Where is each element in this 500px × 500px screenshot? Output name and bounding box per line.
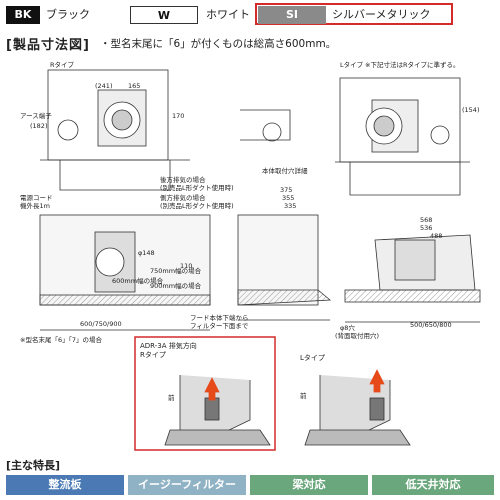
back-exhaust: 後方排気の場合: [160, 175, 206, 184]
adr-front-r: 前: [168, 393, 175, 402]
color-chip-bk: BK: [6, 6, 40, 24]
l-type-label: Lタイプ: [340, 60, 364, 69]
w900-label: 900mm幅の場合: [150, 281, 202, 290]
hole-detail: [262, 122, 282, 142]
feature-beam: 梁対応: [250, 475, 368, 495]
dim-335: 335: [284, 202, 296, 210]
feature-seiryuban: 整流板: [6, 475, 124, 495]
dim-154: (154): [462, 106, 479, 114]
color-chip-si: SI: [258, 6, 326, 24]
side-exhaust-sub: (別売品L形ダクト使用時): [160, 201, 234, 210]
features-title: [主な特長]: [6, 459, 61, 472]
hood-filter-1: フード本体下端から: [190, 313, 249, 322]
highlight-si: [255, 3, 453, 25]
hood-filter-2: フィルター下面まで: [190, 321, 249, 330]
cord-label: 電源コード: [20, 193, 53, 202]
dim-148: φ148: [138, 249, 155, 257]
adr-title: ADR-3A 排気方向: [140, 341, 197, 350]
feature-easy-filter: イージーフィルター: [128, 475, 246, 495]
back-exhaust-sub: (別売品L形ダクト使用時): [160, 183, 234, 192]
color-name-w: ホワイト: [206, 8, 250, 21]
color-chip-w: W: [130, 6, 198, 24]
dim-536: 536: [420, 224, 432, 232]
dim-110: 110: [180, 262, 192, 270]
adr-r-type: Rタイプ: [140, 350, 166, 359]
side-exhaust: 側方排気の場合: [160, 193, 206, 202]
feature-low-ceiling: 低天井対応: [372, 475, 494, 495]
color-name-bk: ブラック: [46, 8, 90, 21]
footnote: ※型名末尾「6」「7」の場合: [20, 335, 102, 344]
dim-170: 170: [172, 112, 184, 120]
dim-488: 488: [430, 232, 442, 240]
back-hole: (背面取付用穴): [335, 331, 379, 340]
width-r: 500/650/800: [410, 321, 452, 329]
w750-label: 750mm幅の場合: [150, 266, 202, 275]
dim-375: 375: [280, 186, 292, 194]
width-label: 600/750/900: [80, 320, 122, 328]
dim-182: (182): [30, 122, 47, 130]
dim-568: 568: [420, 216, 432, 224]
cord-len: 機外長1m: [20, 201, 50, 210]
earth-label: アース端子: [20, 111, 52, 120]
w600-label: 600mm幅の場合: [112, 276, 164, 285]
dim-165: 165: [128, 82, 140, 90]
dimension-drawing: Rタイプ Lタイプ ※下記寸法はRタイプに準ずる。 アース端子 電源コード 機外…: [20, 60, 481, 451]
dim-241: (241): [95, 82, 112, 90]
adr-panel: [134, 336, 276, 451]
adr-front-l: 前: [300, 391, 307, 400]
section-note: ・型名末尾に「6」が付くものは総高さ600mm。: [100, 38, 337, 50]
r-type-label: Rタイプ: [50, 60, 75, 69]
body-detail: 本体取付穴詳細: [262, 166, 308, 175]
color-name-si: シルバーメタリック: [332, 8, 431, 21]
section-title: [製品寸法図]: [6, 38, 90, 53]
l-note: ※下記寸法はRタイプに準ずる。: [365, 60, 459, 69]
adr-l-type: Lタイプ: [300, 353, 325, 362]
dim-355: 355: [282, 194, 294, 202]
hole-label: φ8穴: [340, 323, 355, 332]
